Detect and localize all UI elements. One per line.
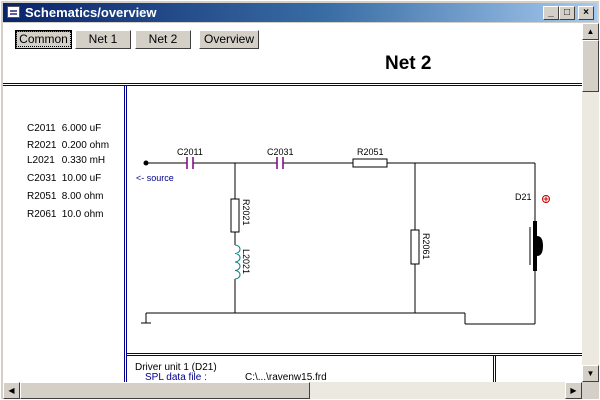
inductor-l2021 xyxy=(234,244,241,280)
title-bar[interactable]: Schematics/overview _ □ × xyxy=(3,3,597,22)
horizontal-scroll-thumb[interactable] xyxy=(20,382,310,399)
common-button-label: Common xyxy=(16,31,71,47)
scroll-up-button[interactable]: ▲ xyxy=(582,23,599,40)
legend-name: R2021 xyxy=(27,140,57,151)
divider-top-1 xyxy=(3,83,582,84)
horizontal-scrollbar[interactable]: ◀ ▶ xyxy=(3,382,582,399)
label-d21: D21 xyxy=(515,192,532,202)
legend-value: 6.000 uF xyxy=(61,123,102,134)
source-node xyxy=(143,160,149,166)
scroll-down-button[interactable]: ▼ xyxy=(582,365,599,382)
legend-row: R2061 10.0 ohm xyxy=(27,209,103,220)
speaker-body xyxy=(533,221,537,271)
legend-value: 0.330 mH xyxy=(61,155,106,166)
window-title: Schematics/overview xyxy=(25,5,157,20)
schematic-diagram: C2011 C2031 R2051 D21 <- source R2021 L2… xyxy=(136,147,550,325)
speaker-d21 xyxy=(529,195,550,271)
legend-value: 10.0 ohm xyxy=(61,209,104,220)
common-button[interactable]: Common xyxy=(15,30,72,49)
resistor-r2061 xyxy=(410,229,420,265)
legend-row: R2051 8.00 ohm xyxy=(27,191,103,202)
page-title: Net 2 xyxy=(385,53,432,74)
minimize-button[interactable]: _ xyxy=(543,6,559,20)
divider-top-2 xyxy=(3,85,582,86)
scroll-left-button[interactable]: ◀ xyxy=(3,382,20,399)
app-icon xyxy=(7,6,20,18)
legend-value: 10.00 uF xyxy=(61,173,102,184)
label-c2031: C2031 xyxy=(267,147,294,157)
legend-value: 8.00 ohm xyxy=(61,191,104,202)
resistor-r2051 xyxy=(352,158,388,168)
legend-row: C2031 10.00 uF xyxy=(27,173,101,184)
divider-left-2 xyxy=(126,85,127,382)
legend-row: R2021 0.200 ohm xyxy=(27,140,109,151)
speaker-cone xyxy=(537,236,543,256)
label-l2021: L2021 xyxy=(241,249,251,274)
legend-name: R2051 xyxy=(27,191,57,202)
vertical-scroll-thumb[interactable] xyxy=(582,40,599,92)
label-r2021: R2021 xyxy=(241,199,251,226)
legend-name: C2011 xyxy=(27,123,56,134)
overview-button[interactable]: Overview xyxy=(199,30,259,49)
scrollbar-corner xyxy=(582,382,599,399)
spl-label: SPL data file : xyxy=(145,372,207,382)
divider-info-2 xyxy=(495,355,496,382)
legend-name: C2031 xyxy=(27,173,57,184)
legend-value: 0.200 ohm xyxy=(61,140,110,151)
polarity-mark xyxy=(542,195,550,203)
driver-info-title: Driver unit 1 (D21) xyxy=(135,362,217,373)
scroll-right-button[interactable]: ▶ xyxy=(565,382,582,399)
legend-row: L2021 0.330 mH xyxy=(27,155,105,166)
maximize-button[interactable]: □ xyxy=(559,6,575,20)
label-r2061: R2061 xyxy=(421,233,431,260)
divider-left-1 xyxy=(124,85,125,382)
vertical-scrollbar[interactable]: ▲ ▼ xyxy=(582,23,599,382)
legend-name: L2021 xyxy=(27,155,55,166)
legend-name: R2061 xyxy=(27,209,57,220)
close-button[interactable]: × xyxy=(578,6,594,20)
schematic-canvas: Common Net 1 Net 2 Overview Net 2 C2011 … xyxy=(3,23,582,382)
spl-path: C:\...\ravenw15.frd xyxy=(245,372,327,382)
net1-button[interactable]: Net 1 xyxy=(75,30,131,49)
label-c2011: C2011 xyxy=(177,147,203,157)
divider-info-1 xyxy=(493,355,494,382)
legend-row: C2011 6.000 uF xyxy=(27,123,101,134)
resistor-r2021 xyxy=(230,198,240,233)
label-source: <- source xyxy=(136,173,174,183)
label-r2051: R2051 xyxy=(357,147,384,157)
divider-bottom-1 xyxy=(126,353,582,354)
net2-button[interactable]: Net 2 xyxy=(135,30,191,49)
divider-bottom-2 xyxy=(126,355,582,356)
